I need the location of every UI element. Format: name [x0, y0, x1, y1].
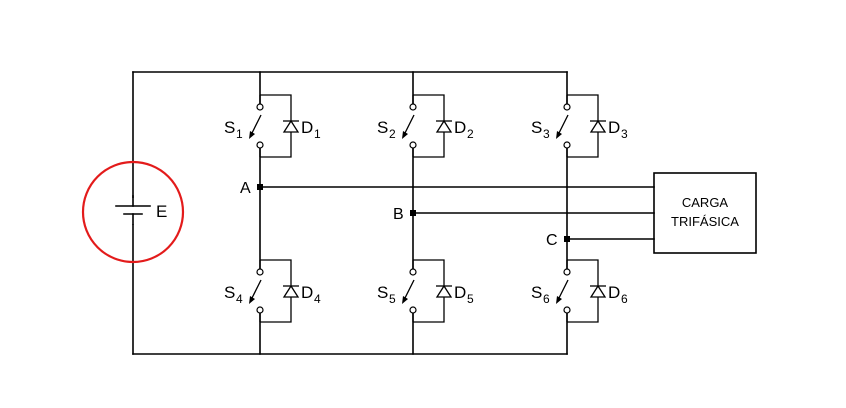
node-a-dot — [257, 184, 263, 190]
node-a-label: A — [240, 180, 251, 197]
diode-label-sub: 1 — [314, 127, 321, 141]
diode-branch-wire — [260, 259, 292, 323]
node-b-label: B — [393, 206, 404, 223]
switch-contact-top — [409, 268, 417, 276]
node-c-dot — [564, 236, 570, 242]
diode-triangle — [282, 284, 300, 298]
switch-contact-bottom — [256, 141, 264, 149]
switch-arrow — [556, 131, 562, 139]
switch-label: S — [377, 283, 388, 302]
diode-label-sub: 3 — [621, 127, 628, 141]
diode-label: D — [301, 283, 313, 302]
switch-label-sub: 3 — [543, 127, 550, 141]
diode-triangle — [589, 119, 607, 133]
switch-contact-top — [256, 268, 264, 276]
switch-label: S — [224, 283, 235, 302]
switch-contact-top — [563, 268, 571, 276]
phase-wires — [259, 186, 655, 240]
diode-label: D — [454, 283, 466, 302]
diode-branch-wire — [260, 94, 292, 158]
diode-branch-wire — [567, 94, 599, 158]
switch-contact-top — [563, 103, 571, 111]
diode-branch-wire — [413, 94, 445, 158]
switch-arrow — [556, 296, 562, 304]
diode-triangle — [435, 119, 453, 133]
load-label-line1: CARGA — [682, 195, 729, 210]
switch-arrow — [402, 131, 408, 139]
switch-label-sub: 6 — [543, 292, 550, 306]
switch-contact-top — [256, 103, 264, 111]
switch-contact-bottom — [563, 306, 571, 314]
switch-blade — [250, 114, 262, 136]
diode-label: D — [608, 118, 620, 137]
switch-label: S — [531, 283, 542, 302]
diode-branch-wire — [567, 259, 599, 323]
node-b-dot — [410, 210, 416, 216]
load-label-line2: TRIFÁSICA — [671, 214, 739, 229]
diode-label-sub: 2 — [467, 127, 474, 141]
switch-label: S — [224, 118, 235, 137]
switch-arrow — [249, 296, 255, 304]
highlight-circle — [81, 160, 185, 264]
switch-blade — [557, 279, 569, 301]
switch-label-sub: 2 — [389, 127, 396, 141]
switch-label-sub: 1 — [236, 127, 243, 141]
diode-label-sub: 4 — [314, 292, 321, 306]
diode-label: D — [301, 118, 313, 137]
switch-blade — [403, 114, 415, 136]
node-c-label: C — [546, 232, 558, 249]
switch-label: S — [377, 118, 388, 137]
diode-triangle — [589, 284, 607, 298]
switch-label: S — [531, 118, 542, 137]
switch-contact-bottom — [256, 306, 264, 314]
switch-contact-bottom — [563, 141, 571, 149]
diode-triangle — [282, 119, 300, 133]
diode-label-sub: 6 — [621, 292, 628, 306]
diode-branch-wire — [413, 259, 445, 323]
source-label: E — [156, 202, 167, 221]
switch-contact-bottom — [409, 141, 417, 149]
switch-blade — [250, 279, 262, 301]
switch-label-sub: 4 — [236, 292, 243, 306]
diode-label: D — [608, 283, 620, 302]
diode-label-sub: 5 — [467, 292, 474, 306]
switch-arrow — [402, 296, 408, 304]
battery-symbol — [112, 195, 156, 225]
switch-label-sub: 5 — [389, 292, 396, 306]
diode-triangle — [435, 284, 453, 298]
switch-blade — [557, 114, 569, 136]
load-box — [653, 172, 757, 254]
switch-blade — [403, 279, 415, 301]
diode-label: D — [454, 118, 466, 137]
switch-contact-top — [409, 103, 417, 111]
switch-arrow — [249, 131, 255, 139]
switch-contact-bottom — [409, 306, 417, 314]
